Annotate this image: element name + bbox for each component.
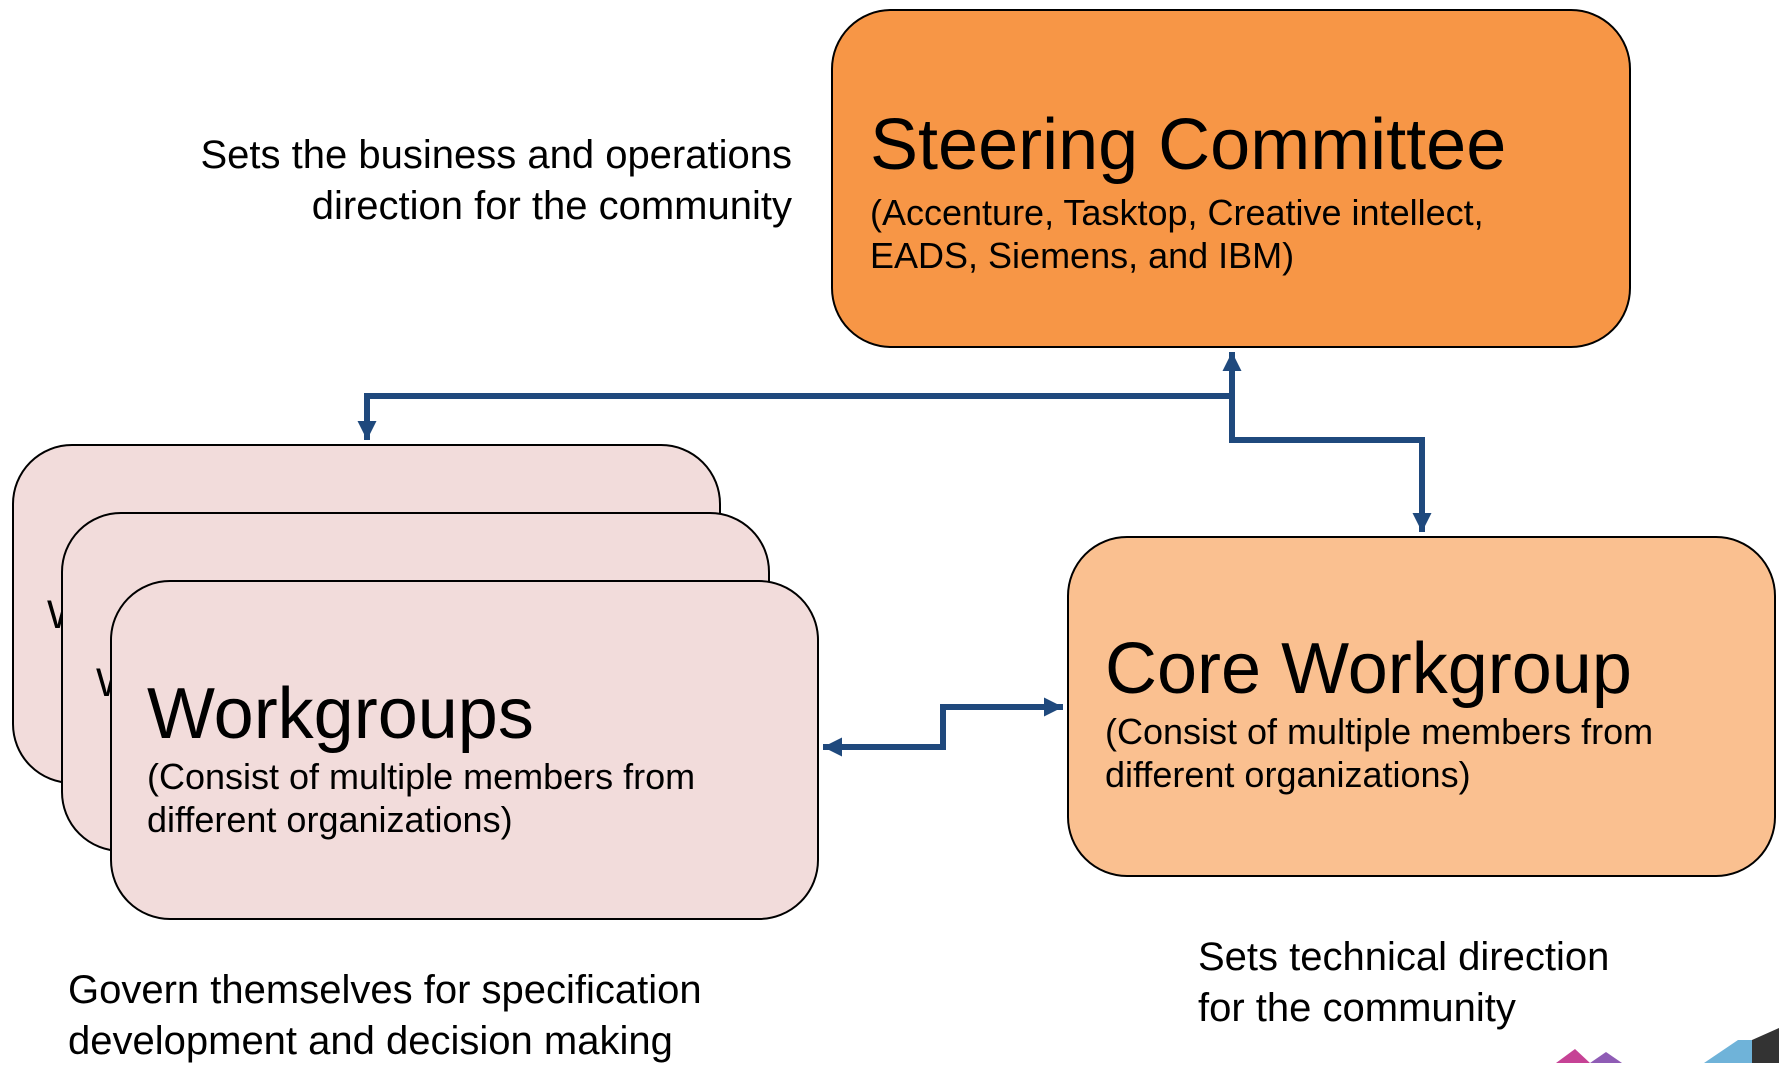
workgroups-caption: Govern themselves for specification deve… [68, 965, 702, 1067]
workgroups-title: Workgroups [147, 674, 534, 754]
steering-committee-members: (Accenture, Tasktop, Creative intellect,… [870, 191, 1484, 277]
core-workgroup-caption: Sets technical direction for the communi… [1198, 932, 1609, 1034]
workgroup-card-front: Workgroups (Consist of multiple members … [110, 580, 819, 920]
workgroups-sub-line-1: (Consist of multiple members from [147, 756, 696, 797]
workgroups-caption-line-2: development and decision making [68, 1019, 673, 1063]
corner-shape-purple [1590, 1052, 1622, 1063]
connector-steering-to-core [1222, 352, 1432, 532]
core-workgroup-box: Core Workgroup (Consist of multiple memb… [1067, 536, 1776, 877]
core-sub-line-1: (Consist of multiple members from [1105, 711, 1654, 752]
core-caption-line-1: Sets technical direction [1198, 935, 1610, 979]
connector-steering-to-workgroups [357, 393, 1232, 440]
corner-shape-dark [1752, 1028, 1779, 1063]
steering-members-line-1: (Accenture, Tasktop, Creative intellect, [870, 192, 1484, 233]
workgroups-subtitle: (Consist of multiple members from differ… [147, 755, 695, 841]
core-workgroup-subtitle: (Consist of multiple members from differ… [1105, 710, 1653, 796]
steering-members-line-2: EADS, Siemens, and IBM) [870, 235, 1295, 276]
corner-shape-pink [1556, 1049, 1590, 1063]
connector-workgroups-to-core [823, 697, 1063, 757]
steering-committee-title: Steering Committee [870, 105, 1507, 185]
core-workgroup-title: Core Workgroup [1105, 629, 1632, 709]
core-sub-line-2: different organizations) [1105, 754, 1471, 795]
steering-committee-caption: Sets the business and operations directi… [0, 130, 792, 232]
workgroups-sub-line-2: different organizations) [147, 799, 513, 840]
workgroups-caption-line-1: Govern themselves for specification [68, 968, 702, 1012]
steering-caption-line-2: direction for the community [311, 184, 792, 228]
corner-shape-cyan [1704, 1040, 1752, 1063]
steering-committee-box: Steering Committee (Accenture, Tasktop, … [831, 9, 1631, 348]
core-caption-line-2: for the community [1198, 986, 1516, 1030]
steering-caption-line-1: Sets the business and operations [200, 133, 792, 177]
